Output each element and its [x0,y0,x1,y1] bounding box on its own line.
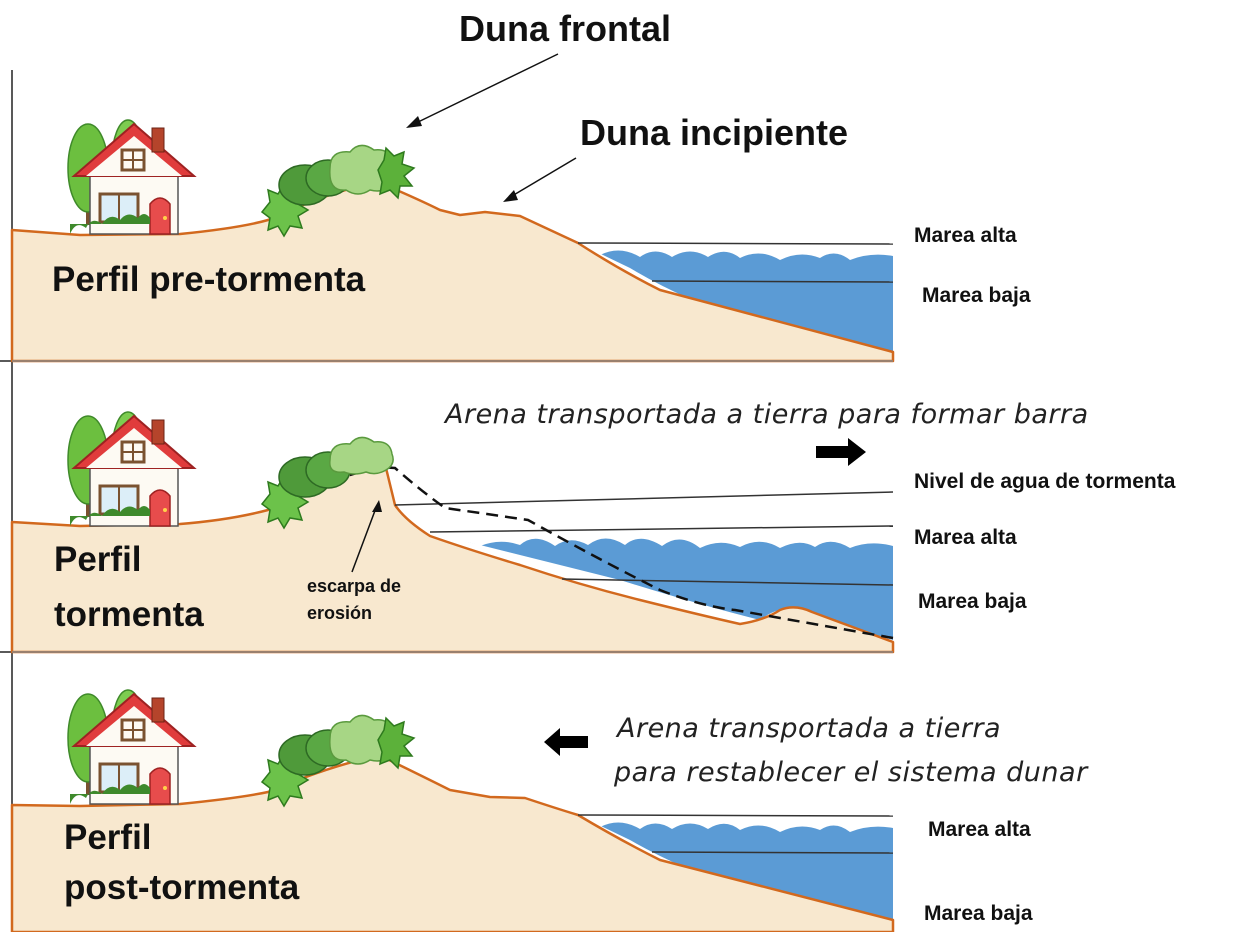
panel3-low-tide-label: Marea baja [924,902,1033,926]
panel2-low-tide-label: Marea baja [918,590,1027,614]
high-tide-line-1 [578,243,893,244]
house-icon [68,412,194,526]
house-icon [68,690,194,804]
scarp-label-line2: erosión [307,600,372,626]
storm-water-line [395,492,893,505]
arrow-right-icon [816,438,866,466]
panel1-high-tide-label: Marea alta [914,224,1017,248]
label-duna-incipiente: Duna incipiente [580,112,848,154]
high-tide-line-2 [430,526,893,532]
storm-water-level-label: Nivel de agua de tormenta [914,470,1175,494]
panel2-title-line1: Perfil [54,540,142,580]
panel1-title: Perfil pre-tormenta [52,260,365,300]
panel-pre-storm [12,54,893,361]
panel1-low-tide-label: Marea baja [922,284,1031,308]
panel2-high-tide-label: Marea alta [914,526,1017,550]
arrow-left-icon [544,728,588,756]
label-duna-frontal: Duna frontal [459,8,671,50]
low-tide-line-3 [652,852,893,853]
arrow-duna-frontal [406,116,422,128]
scarp-label-line1: escarpa de [307,573,401,599]
house-icon [68,120,194,234]
panel3-onshore-caption-line1: Arena transportada a tierra [617,713,1001,744]
panel2-offshore-caption: Arena transportada a tierra para formar … [445,399,1089,430]
panel3-title-line2: post-tormenta [64,868,299,908]
panel3-title-line1: Perfil [64,818,152,858]
panel2-title-line2: tormenta [54,595,204,635]
panel3-onshore-caption-line2: para restablecer el sistema dunar [614,757,1088,788]
panel3-high-tide-label: Marea alta [928,818,1031,842]
arrow-duna-incipiente [503,190,518,202]
high-tide-line-3 [578,815,893,816]
low-tide-line-1 [652,281,893,282]
